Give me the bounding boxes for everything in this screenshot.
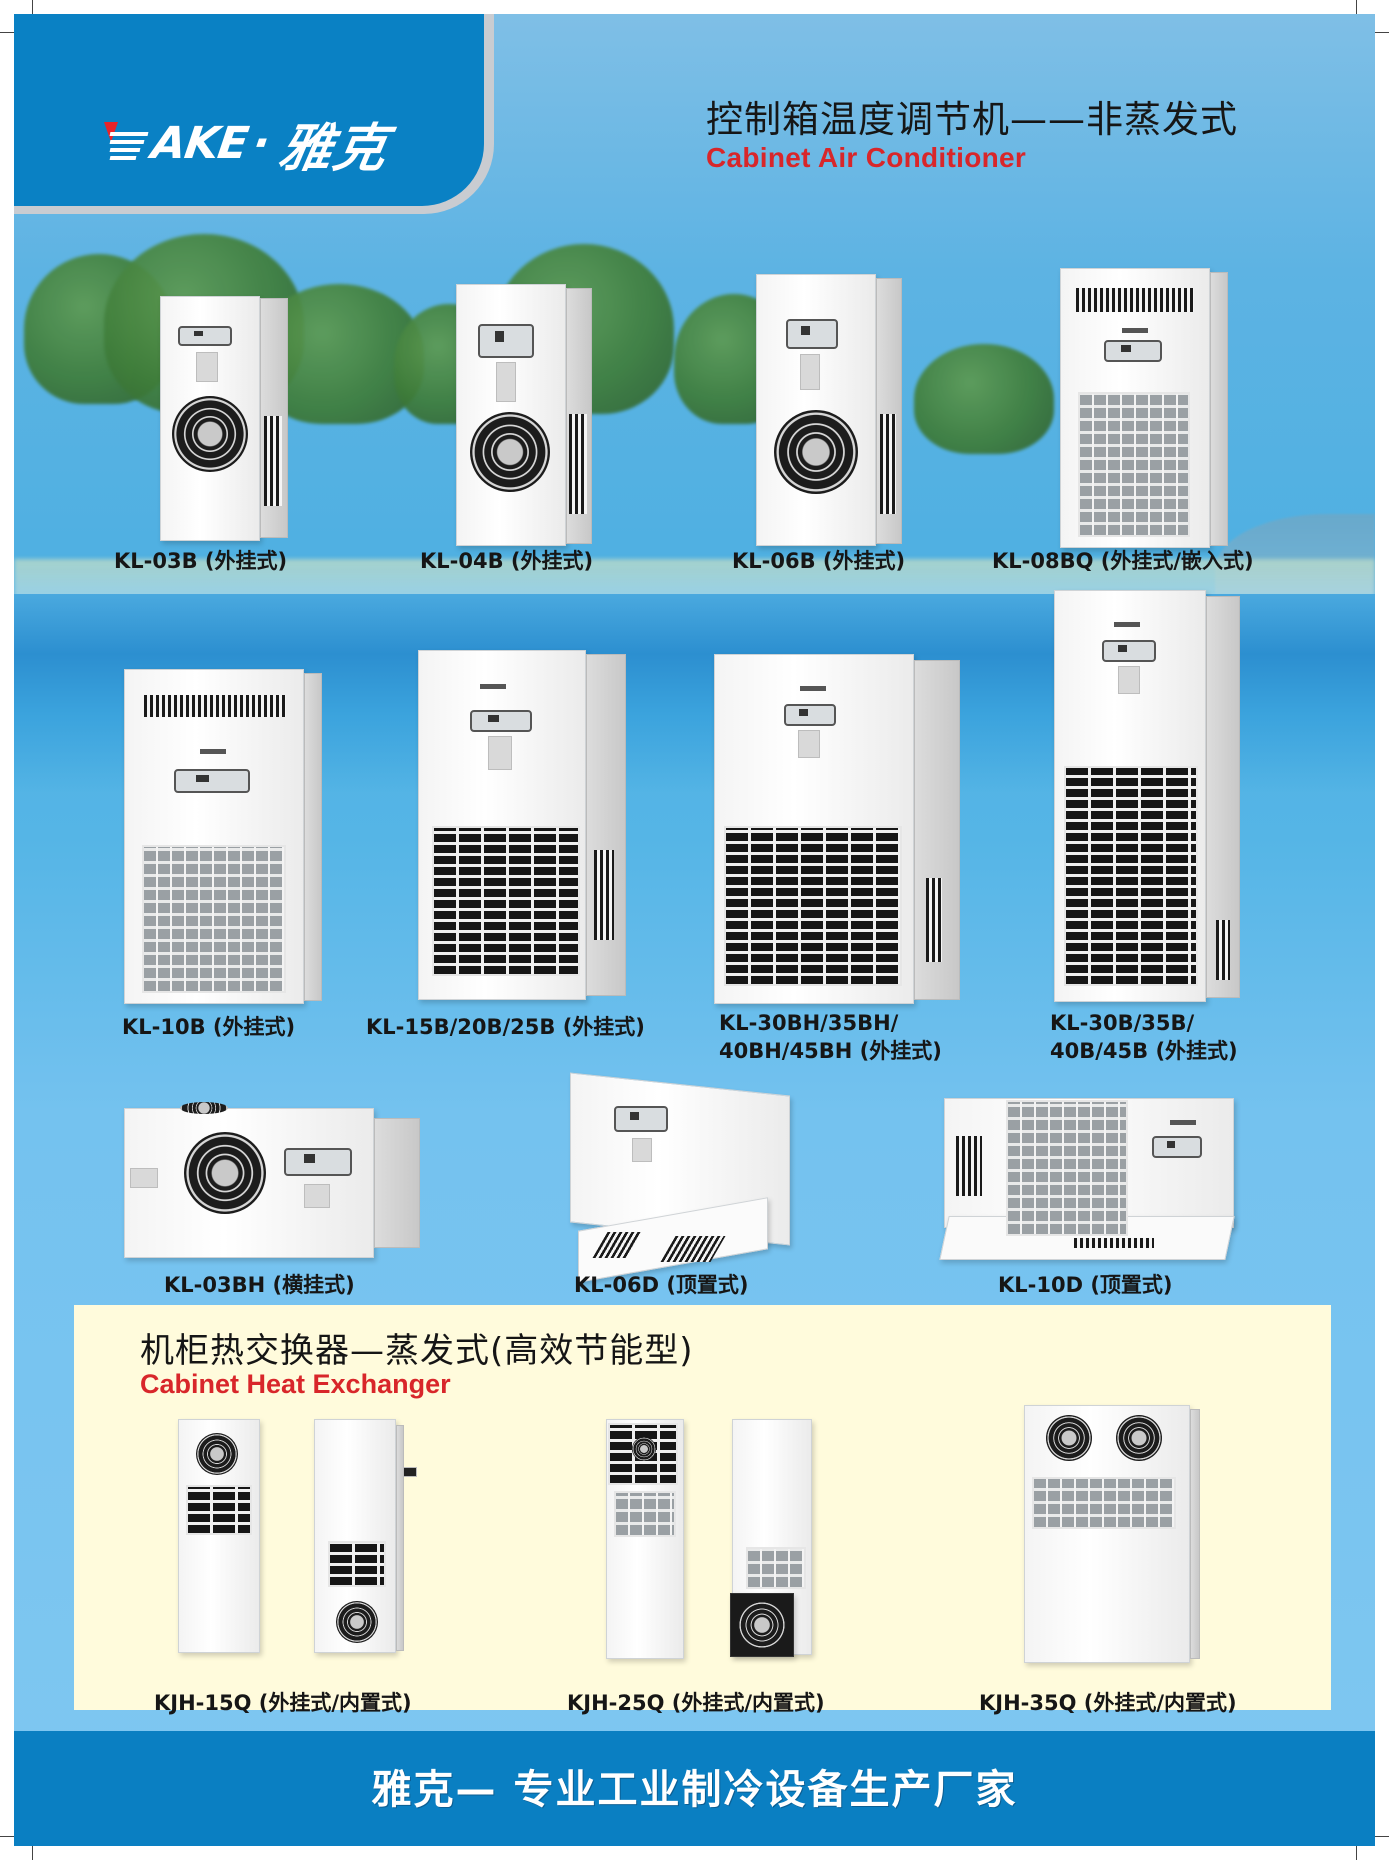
crop-mark <box>1375 32 1389 33</box>
product-label: KL-10D (顶置式) <box>998 1273 1173 1297</box>
brochure-page: AKE · 雅克 控制箱温度调节机——非蒸发式 Cabinet Air Cond… <box>14 14 1375 1846</box>
fan-icon <box>1116 1415 1162 1461</box>
crop-mark <box>1356 0 1357 14</box>
condenser-grille <box>142 845 286 993</box>
section-title-cn: 机柜热交换器—蒸发式(高效节能型) <box>140 1331 694 1371</box>
fan-icon <box>738 1601 786 1649</box>
condenser-grille <box>432 826 580 976</box>
product-kl-06b[interactable] <box>756 274 906 546</box>
product-label: 40B/45B (外挂式) <box>1050 1039 1238 1063</box>
fan-icon <box>184 1132 266 1214</box>
product-label: KL-06D (顶置式) <box>574 1273 749 1297</box>
footer-slogan: 雅克— 专业工业制冷设备生产厂家 <box>371 1767 1018 1813</box>
fan-icon <box>336 1601 378 1643</box>
product-label: KL-04B (外挂式) <box>420 549 594 573</box>
control-panel <box>1152 1136 1202 1158</box>
crop-mark <box>1375 1836 1389 1837</box>
product-kl-30b-series[interactable] <box>1054 590 1244 1002</box>
product-kl-03bh[interactable] <box>124 1088 424 1268</box>
product-kl-08bq[interactable] <box>1060 268 1230 548</box>
logo-separator: · <box>249 118 273 169</box>
control-panel <box>178 326 232 346</box>
product-kl-06d[interactable] <box>570 1072 800 1283</box>
condenser-grille <box>186 1485 252 1535</box>
footer-banner: 雅克— 专业工业制冷设备生产厂家 <box>14 1731 1375 1846</box>
product-kl-10d[interactable] <box>939 1086 1244 1266</box>
fan-icon <box>632 1437 656 1461</box>
control-panel <box>174 769 250 793</box>
fan-icon <box>774 410 858 494</box>
product-label: KL-15B/20B/25B (外挂式) <box>366 1015 645 1039</box>
crop-mark <box>32 0 33 14</box>
control-panel <box>284 1148 352 1176</box>
fan-icon <box>470 412 550 492</box>
condenser-grille <box>1032 1477 1176 1529</box>
crop-mark <box>1356 1846 1357 1860</box>
product-label: KL-06B (外挂式) <box>732 549 906 573</box>
product-label: KL-03B (外挂式) <box>114 549 288 573</box>
section-title-en: Cabinet Heat Exchanger <box>140 1369 451 1399</box>
product-label: KL-30B/35B/ <box>1050 1011 1195 1035</box>
control-panel <box>478 324 534 358</box>
control-panel <box>470 710 532 732</box>
product-kl-30bh-series[interactable] <box>714 654 964 1004</box>
product-label: KL-10B (外挂式) <box>122 1015 296 1039</box>
header-tab-inner: AKE · 雅克 <box>14 14 484 206</box>
product-label: KL-08BQ (外挂式/嵌入式) <box>992 549 1254 573</box>
control-panel <box>786 319 838 349</box>
logo-chinese: 雅克 <box>274 119 394 179</box>
tree-illustration <box>914 344 1054 454</box>
product-label: KJH-35Q (外挂式/内置式) <box>979 1691 1237 1715</box>
product-label: KJH-15Q (外挂式/内置式) <box>154 1691 412 1715</box>
fan-icon <box>1046 1415 1092 1461</box>
crop-mark <box>0 32 14 33</box>
brand-logo: AKE · 雅克 <box>104 106 393 181</box>
condenser-grille <box>1064 766 1198 986</box>
fan-icon <box>196 1433 238 1475</box>
condenser-grille <box>614 1491 676 1537</box>
header-tab: AKE · 雅克 <box>14 14 494 214</box>
control-panel <box>614 1106 668 1132</box>
logo-latin: AKE <box>148 118 251 169</box>
condenser-grille <box>1078 392 1190 537</box>
crop-mark <box>0 1836 14 1837</box>
condenser-grille <box>328 1541 386 1587</box>
condenser-grille <box>724 826 902 986</box>
condenser-grille <box>1006 1100 1128 1236</box>
product-kjh-25q[interactable] <box>606 1419 846 1669</box>
logo-y-icon <box>104 121 152 166</box>
product-kjh-35q[interactable] <box>1024 1405 1204 1675</box>
product-kl-10b[interactable] <box>124 669 324 1004</box>
section-title-cn: 控制箱温度调节机——非蒸发式 <box>706 98 1238 141</box>
product-kl-04b[interactable] <box>456 284 596 546</box>
fan-icon <box>180 1102 228 1114</box>
product-label: 40BH/45BH (外挂式) <box>719 1039 942 1063</box>
condenser-grille <box>746 1547 806 1589</box>
fan-icon <box>172 396 248 472</box>
product-label: KL-30BH/35BH/ <box>719 1011 899 1035</box>
control-panel <box>1104 340 1162 362</box>
product-label: KL-03BH (横挂式) <box>164 1273 355 1297</box>
product-kl-03b[interactable] <box>160 296 290 541</box>
product-kl-15b-20b-25b[interactable] <box>418 650 628 1000</box>
control-panel <box>1102 640 1156 662</box>
heat-exchanger-section: 机柜热交换器—蒸发式(高效节能型) Cabinet Heat Exchanger… <box>74 1305 1331 1715</box>
product-label: KJH-25Q (外挂式/内置式) <box>567 1691 825 1715</box>
crop-mark <box>32 1846 33 1860</box>
section-title-en: Cabinet Air Conditioner <box>706 142 1027 173</box>
control-panel <box>784 704 836 726</box>
product-kjh-15q[interactable] <box>178 1419 418 1659</box>
